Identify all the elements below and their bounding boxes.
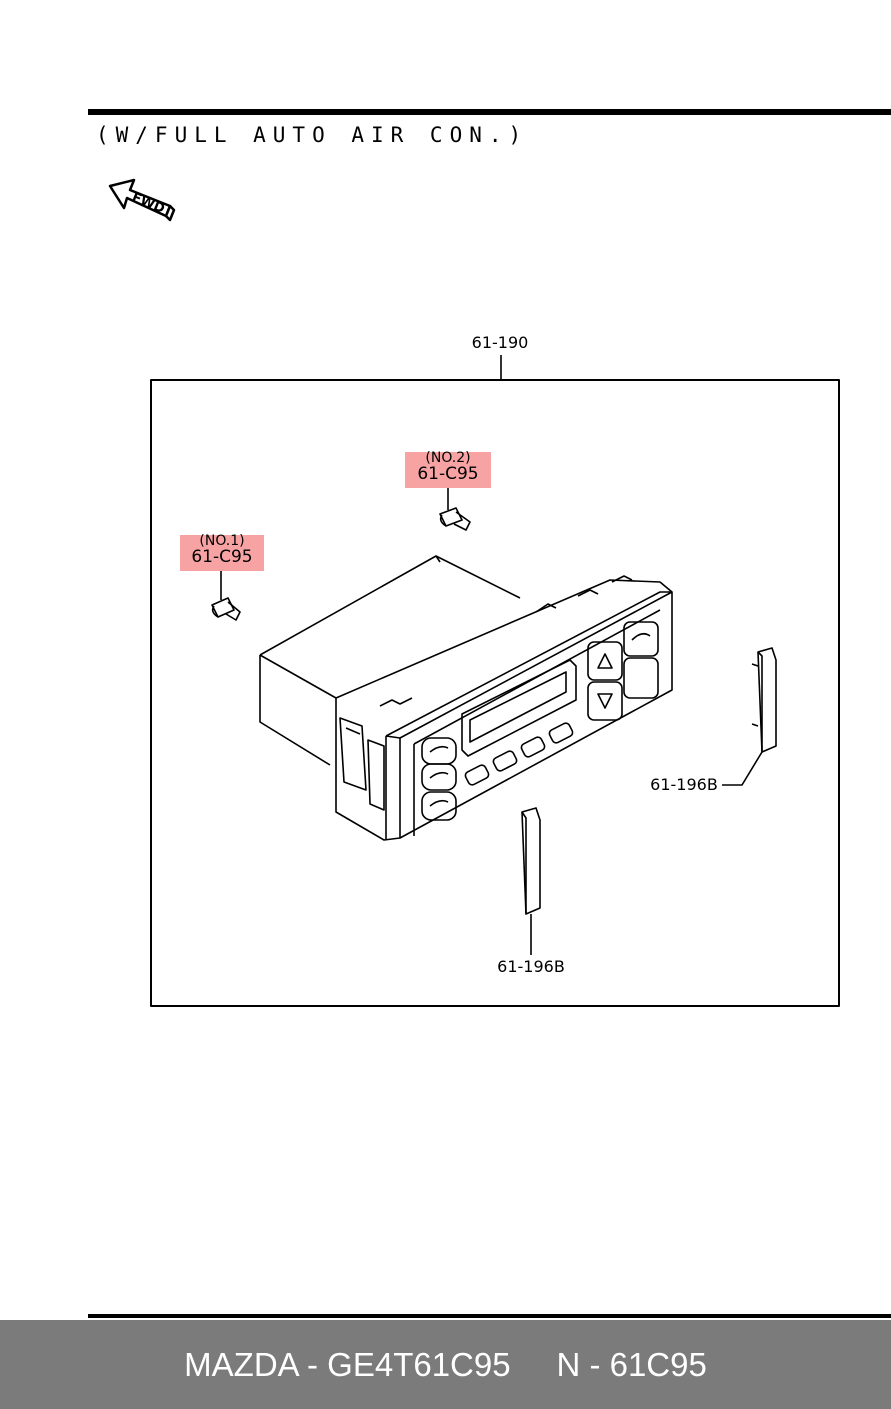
knob-cover-right (751, 647, 777, 753)
fwd-arrow-icon: FWD (108, 178, 176, 222)
bulb-2-icon (439, 507, 471, 531)
top-rule (88, 109, 891, 115)
bottom-rule (88, 1314, 891, 1318)
callout-knob-bottom: 61-196B (497, 957, 565, 976)
control-unit-bezel (335, 575, 673, 841)
footer-part-text: MAZDA - GE4T61C95 N - 61C95 (184, 1345, 707, 1383)
footer-banner: MAZDA - GE4T61C95 N - 61C95 (0, 1320, 891, 1409)
bulb-2-note: (NO.2) (425, 450, 471, 466)
bulb-1-note: (NO.1) (199, 533, 245, 549)
condition-note: (W/FULL AUTO AIR CON.) (96, 123, 529, 147)
assembly-frame (150, 379, 840, 1007)
fwd-label: FWD (130, 190, 167, 217)
knob-cover-bottom (521, 807, 541, 915)
callout-assembly: 61-190 (471, 333, 529, 352)
control-unit-housing (259, 555, 521, 766)
bulb-1-callout[interactable]: (NO.1) 61-C95 (180, 533, 264, 571)
display-window (461, 659, 577, 757)
bulb-2-part-number: 61-C95 (417, 464, 479, 484)
leader-knob-right (722, 751, 763, 786)
callout-knob-right: 61-196B (650, 775, 718, 794)
temp-buttons (587, 621, 659, 721)
bulb-1-part-number: 61-C95 (191, 547, 253, 567)
bulb-2-callout[interactable]: (NO.2) 61-C95 (405, 450, 491, 488)
left-buttons (421, 737, 457, 821)
mode-buttons (464, 722, 574, 786)
bulb-1-icon (211, 597, 241, 621)
